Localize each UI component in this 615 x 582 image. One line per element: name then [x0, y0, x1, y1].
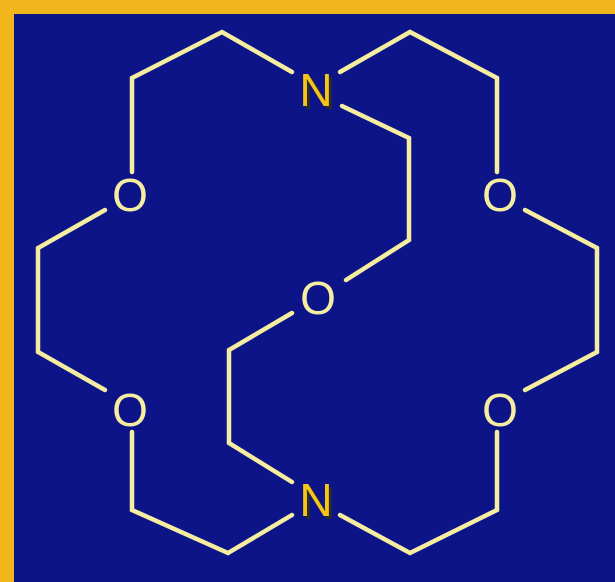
atom-label: N	[299, 64, 332, 116]
atom-o-left-lower: O	[112, 384, 148, 436]
atom-o-right-lower: O	[482, 384, 518, 436]
atom-label: O	[300, 272, 336, 324]
atom-label-shadow: N	[302, 477, 335, 529]
bond-chain-center-upper	[339, 103, 412, 283]
atom-label: O	[482, 169, 518, 221]
bond-chain-center-lower	[226, 310, 295, 485]
diagram-background	[14, 14, 615, 582]
atom-label: O	[482, 384, 518, 436]
atom-o-right-upper: O	[482, 169, 518, 221]
bond-chain-bottom-right	[337, 429, 500, 556]
bond-chain-bottom-left	[129, 429, 295, 556]
atom-label: O	[112, 384, 148, 436]
atom-n-bottom: NN	[299, 474, 335, 529]
bond-chain-top-left	[129, 29, 295, 175]
atom-label-shadow: N	[302, 67, 335, 119]
atom-label: N	[299, 474, 332, 526]
atom-o-center: O	[300, 272, 336, 324]
atom-label: O	[112, 169, 148, 221]
atom-n-top: NN	[299, 64, 335, 119]
atom-o-left-upper: O	[112, 169, 148, 221]
bond-layer	[35, 29, 600, 556]
bond-chain-left-middle	[35, 207, 108, 393]
bond-chain-right-middle	[522, 207, 600, 393]
bond-chain-top-right	[337, 29, 500, 175]
